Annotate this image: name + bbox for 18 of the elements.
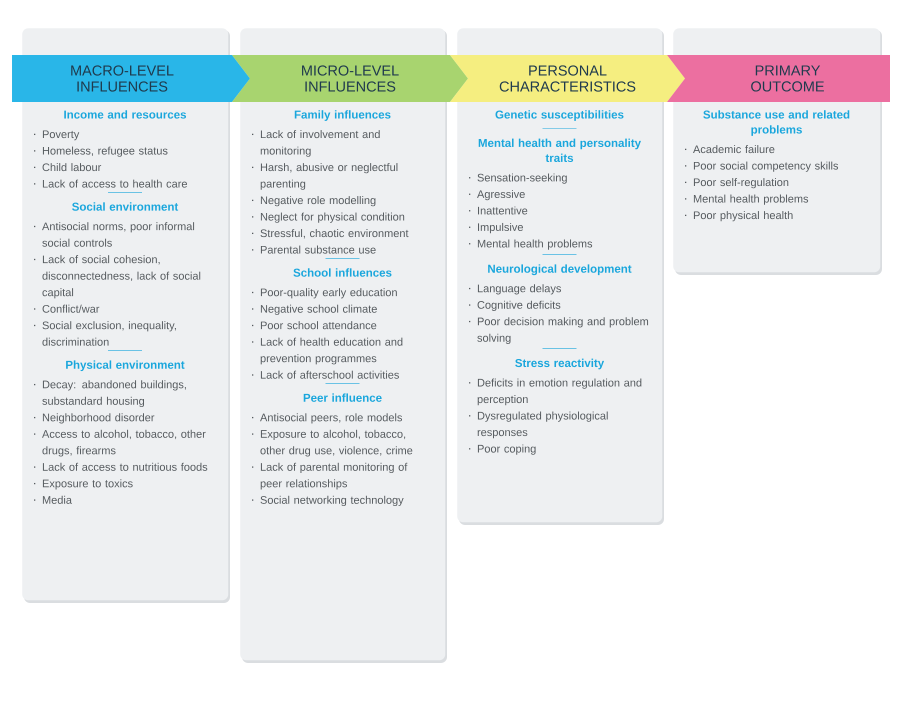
card-section: Income and resources Poverty Homeless, refugee status Child labour Lack of access to health care [34,110,188,188]
chevron-header: MACRO-LEVEL INFLUENCES [12,55,250,102]
chevron-header: MICRO-LEVEL INFLUENCES [232,55,468,102]
column-card [240,28,447,663]
card-section: Stress reactivity Deficits in emotion regulation and perception Dysregulated physiological responses Poor coping [469,348,642,455]
column-card [22,28,230,603]
card-section: Social environment Antisocial norms, poor informal social controls Lack of social cohesion, disconnectedness, lack of social capital Conflict/war Social exclusion, inequality, discrimination [34,192,200,346]
card-section: Family influences Lack of involvement and monitoring Harsh, abusive or neglectful parenting Negative role modelling Neglect for physical condition Stressful, chaotic environment Parental substance use [252,110,408,254]
card-section: Substance use and related problems Academic failure Poor social competency skills Poor self-regulation Mental health problems Poor physical health [685,110,850,222]
column-card [457,28,664,525]
card-section: Genetic susceptibilities [496,110,624,121]
chevron-header: PERSONAL CHARACTERISTICS [450,55,685,102]
card-section: Mental health and personality traits Sensation-seeking Agressive Inattentive Impulsive Mental health problems [469,128,641,250]
card-section: Physical environment Decay: abandoned buildings, substandard housing Neighborhood disorder Access to alcohol, tobacco, other drugs, firearms Lack of access to nutritious foods Exposure to toxics Media [34,350,208,504]
chevron-header: PRIMARY OUTCOME [667,55,890,102]
card-section: School influences Poor-quality early education Negative school climate Poor school attendance Lack of health education and prevention programmes Lack of afterschool activities [252,258,402,379]
card-section: Peer influence Antisocial peers, role models Exposure to alcohol, tobacco, other drug use, violence, crime Lack of parental monitoring of peer relationships Social networking technology [252,383,412,506]
card-section: Neurological development Language delays Cognitive deficits Poor decision making and problem solving [469,254,648,344]
